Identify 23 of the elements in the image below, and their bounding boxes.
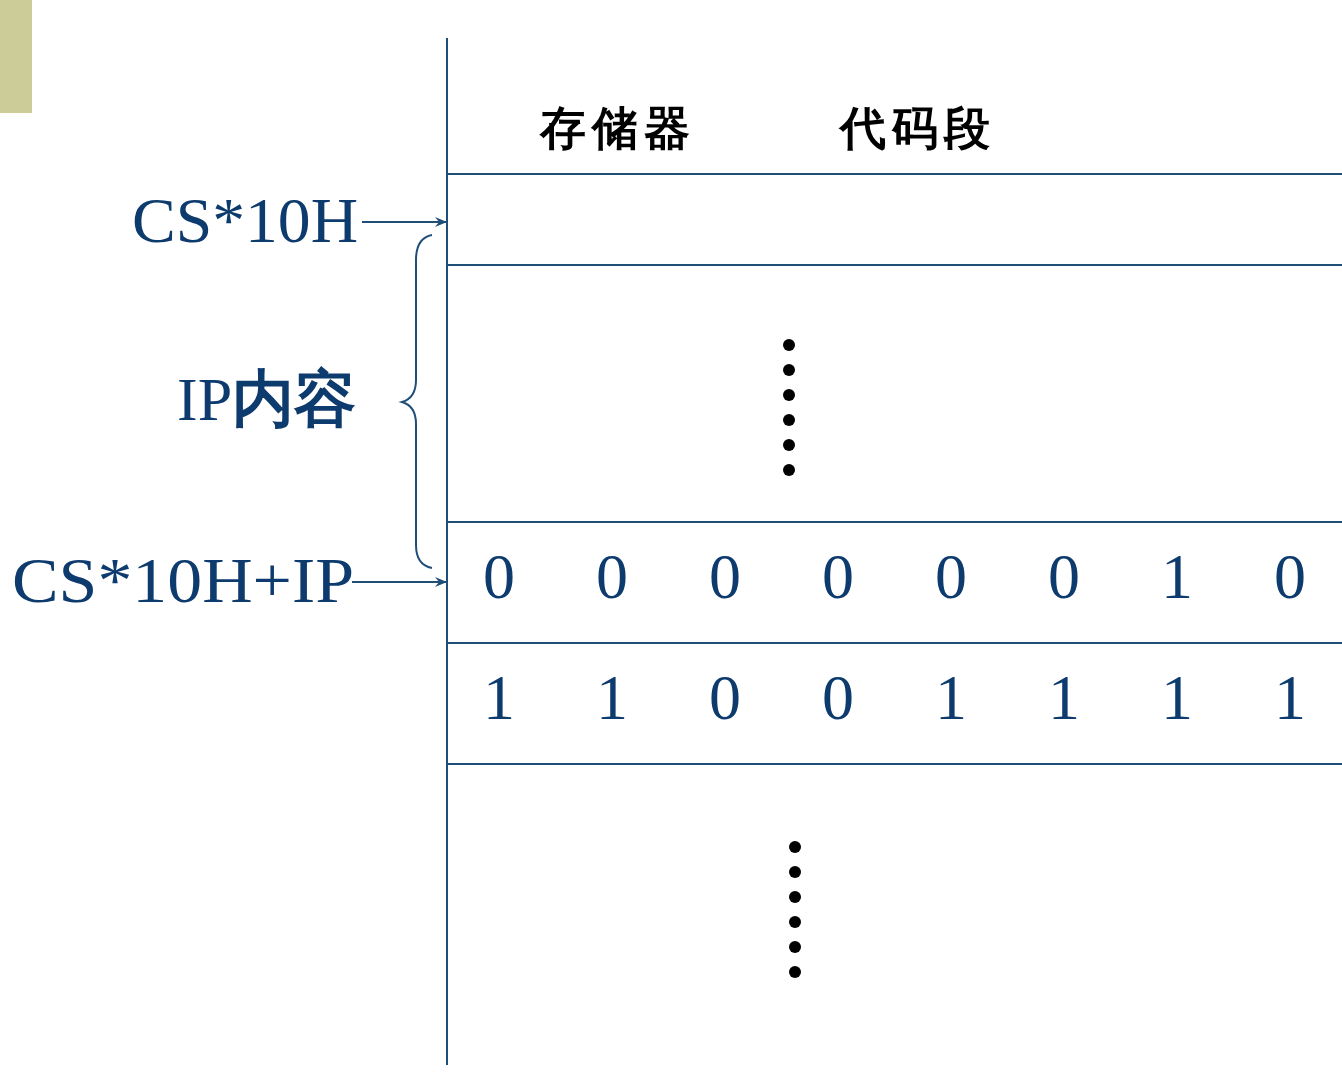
bit-value: 0 xyxy=(935,545,967,609)
bit-value: 0 xyxy=(1274,545,1306,609)
column-heading: 存储器 xyxy=(540,105,696,151)
address-label: CS*10H+IP xyxy=(12,549,354,613)
address-label: CS*10H xyxy=(132,189,358,253)
bit-value: 0 xyxy=(709,545,741,609)
bit-value: 1 xyxy=(483,666,515,730)
bit-value: 1 xyxy=(596,666,628,730)
bit-value: 0 xyxy=(483,545,515,609)
bit-value: 0 xyxy=(1048,545,1080,609)
bit-value: 0 xyxy=(596,545,628,609)
arrow xyxy=(351,577,448,587)
bit-value: 1 xyxy=(935,666,967,730)
bit-value: 1 xyxy=(1274,666,1306,730)
bit-value: 1 xyxy=(1161,666,1193,730)
column-heading: 代码段 xyxy=(840,105,996,151)
bit-value: 1 xyxy=(1048,666,1080,730)
bit-value: 0 xyxy=(822,545,854,609)
bit-value: 0 xyxy=(822,666,854,730)
arrow xyxy=(361,217,448,227)
range-label: IP内容 xyxy=(177,368,357,430)
bit-value: 0 xyxy=(709,666,741,730)
bit-value: 1 xyxy=(1161,545,1193,609)
